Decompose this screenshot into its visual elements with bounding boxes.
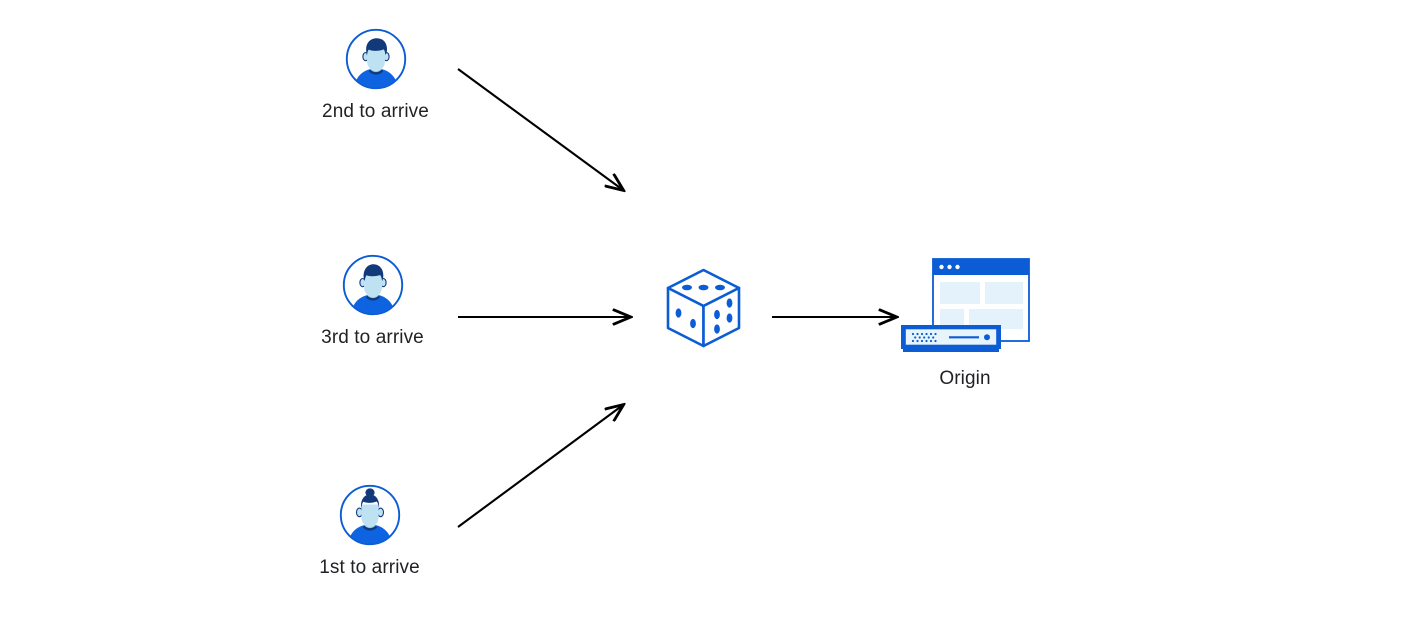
origin-server-icon xyxy=(897,255,1033,359)
user-avatar-icon xyxy=(342,254,404,316)
node-label-user-3rd: 3rd to arrive xyxy=(321,327,424,348)
node-user-1st[interactable]: 1st to arrive xyxy=(307,484,432,580)
user-avatar-icon xyxy=(345,28,407,90)
node-label-origin: Origin xyxy=(939,368,991,389)
edge-1st-to-dice xyxy=(457,405,623,528)
node-label-user-1st: 1st to arrive xyxy=(319,557,420,578)
node-user-3rd[interactable]: 3rd to arrive xyxy=(310,254,435,350)
server-device-glyph xyxy=(901,325,1001,352)
node-label-user-2nd: 2nd to arrive xyxy=(322,101,429,122)
edge-2nd-to-dice xyxy=(457,68,623,190)
node-dice-random-selector[interactable] xyxy=(661,266,746,354)
user-avatar-female-icon xyxy=(339,484,401,546)
node-origin-server[interactable]: Origin xyxy=(897,255,1033,391)
node-user-2nd[interactable]: 2nd to arrive xyxy=(313,28,438,124)
dice-icon xyxy=(661,266,746,354)
